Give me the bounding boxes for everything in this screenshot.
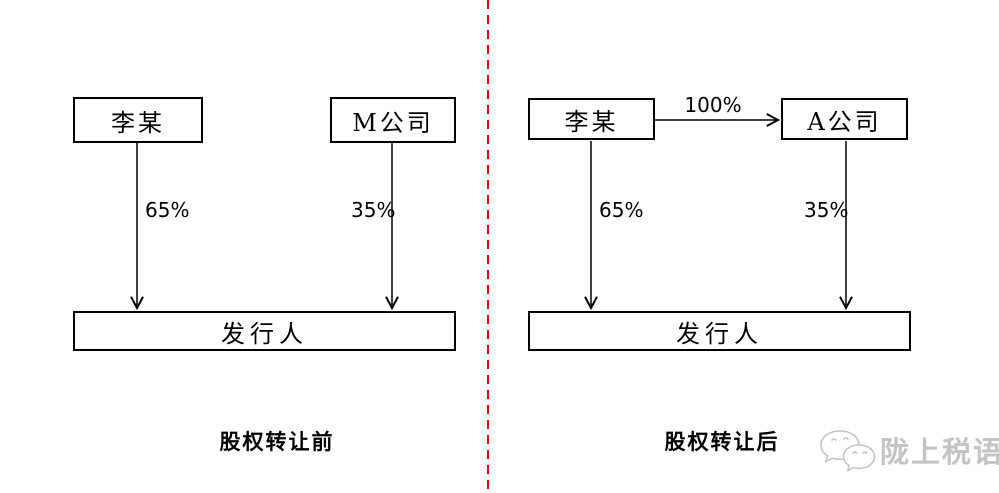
node-after-issuer: 发行人 <box>528 311 911 351</box>
label-after-transfer-share: 100% <box>684 93 742 117</box>
node-after-company: A公司 <box>781 98 908 140</box>
wechat-bubbles-icon <box>820 430 876 472</box>
node-before-holder: 李某 <box>73 97 203 143</box>
label-before-company-share: 35% <box>351 198 396 222</box>
caption-before: 股权转让前 <box>219 429 335 454</box>
label-after-company-share: 35% <box>804 198 849 222</box>
label-after-holder-share: 65% <box>599 198 644 222</box>
node-before-company: M公司 <box>330 97 456 143</box>
node-after-holder: 李某 <box>528 98 655 140</box>
caption-after: 股权转让后 <box>664 429 780 454</box>
watermark-account-name: 陇上税语 <box>880 435 999 469</box>
label-before-holder-share: 65% <box>145 198 190 222</box>
node-before-issuer: 发行人 <box>73 311 456 351</box>
